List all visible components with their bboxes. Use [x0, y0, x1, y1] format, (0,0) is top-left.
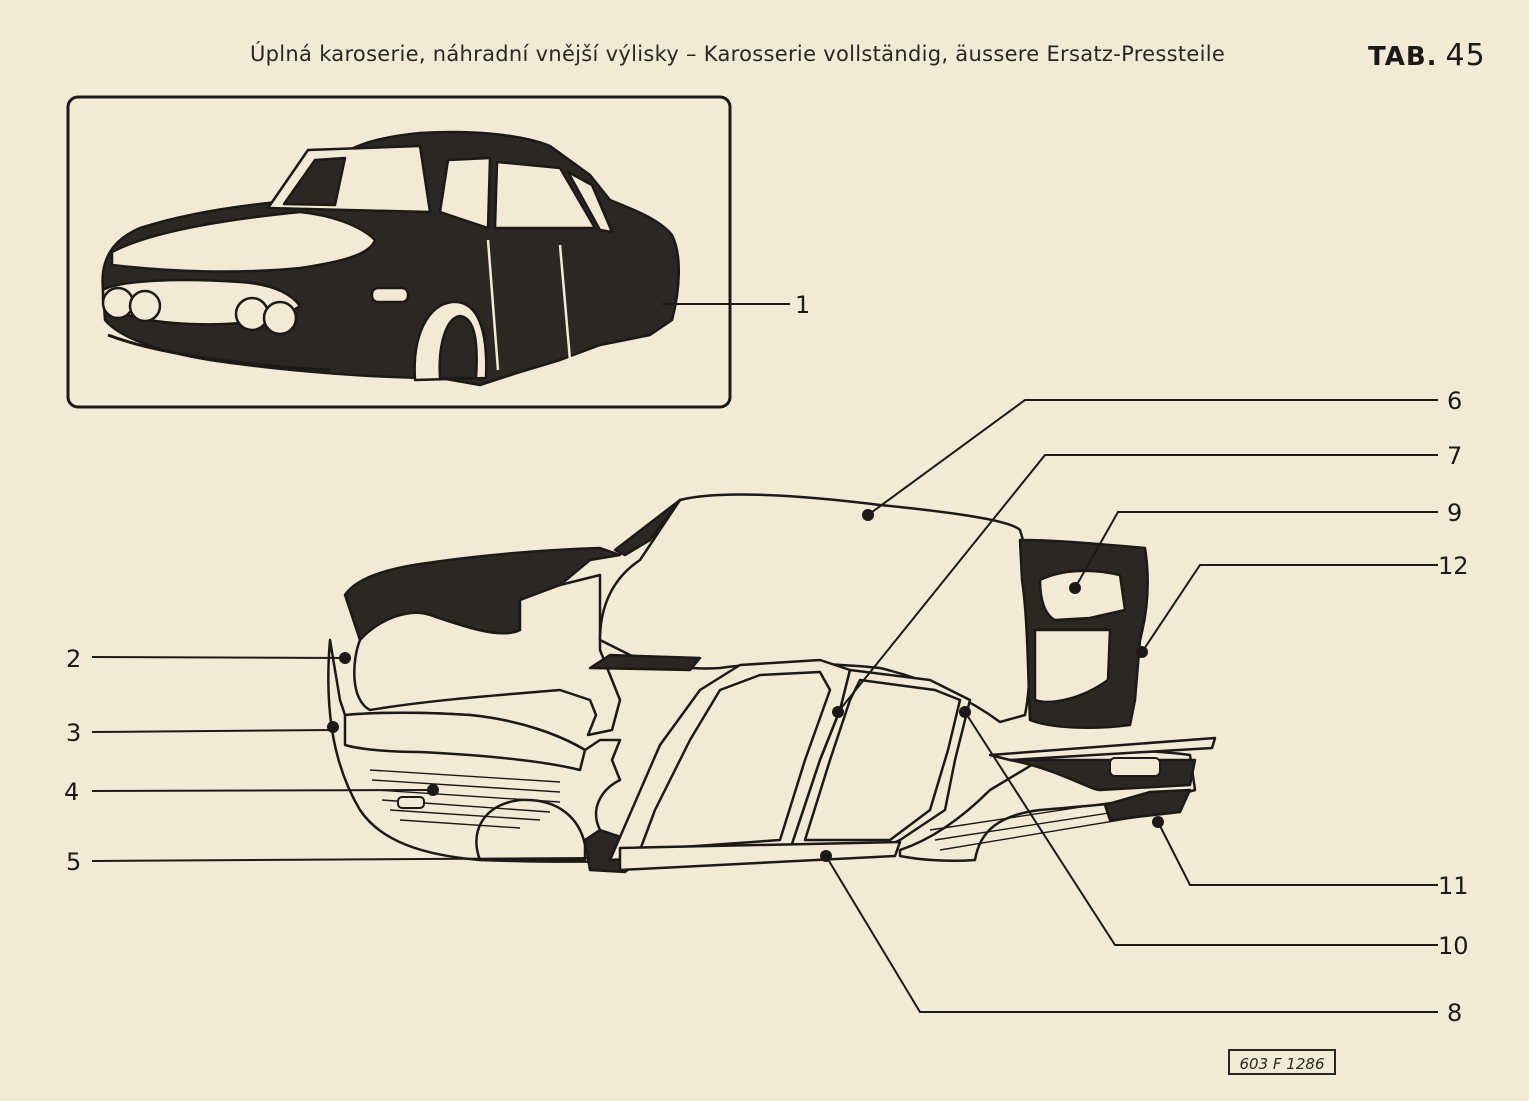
leader-line-4	[91, 789, 434, 792]
leader-lines	[91, 399, 1438, 1013]
callout-labels: 2 3 4 5 6 7 8 9 10 11 12	[64, 387, 1469, 1027]
callout-10: 10	[1438, 932, 1469, 960]
leader-line-6	[867, 399, 1438, 516]
table-prefix: TAB.	[1368, 42, 1438, 72]
callout-3: 3	[66, 719, 81, 747]
drawing-number-stamp: 603 F 1286	[1228, 1049, 1336, 1075]
callout-9: 9	[1447, 499, 1462, 527]
callout-4: 4	[64, 778, 79, 806]
callout-6: 6	[1447, 387, 1462, 415]
callout-2: 2	[66, 645, 81, 673]
callout-7: 7	[1447, 442, 1462, 470]
table-number: 45	[1445, 38, 1486, 73]
leader-line-11	[1157, 821, 1438, 886]
page-title: Úplná karoserie, náhradní vnější výlisky…	[250, 42, 1226, 66]
complete-car-illustration	[101, 130, 680, 387]
leader-line-10	[964, 711, 1438, 946]
callout-5: 5	[66, 848, 81, 876]
complete-body-inset: 1	[66, 95, 810, 409]
leader-line-8	[825, 855, 1438, 1013]
callout-8: 8	[1447, 999, 1462, 1027]
callout-11: 11	[1438, 872, 1469, 900]
inset-frame	[66, 95, 732, 409]
leader-line-5	[91, 857, 591, 862]
leader-line-3	[91, 729, 334, 733]
dot-3	[327, 721, 339, 733]
callout-12: 12	[1438, 552, 1469, 580]
leader-line-7	[837, 454, 1438, 713]
leader-line-12	[1141, 564, 1438, 653]
callout-1: 1	[795, 291, 810, 319]
table-label: TAB.45	[1368, 38, 1486, 73]
leader-line-2	[91, 656, 346, 659]
leader-line-9	[1074, 511, 1438, 589]
body-shell-illustration	[327, 493, 1217, 874]
